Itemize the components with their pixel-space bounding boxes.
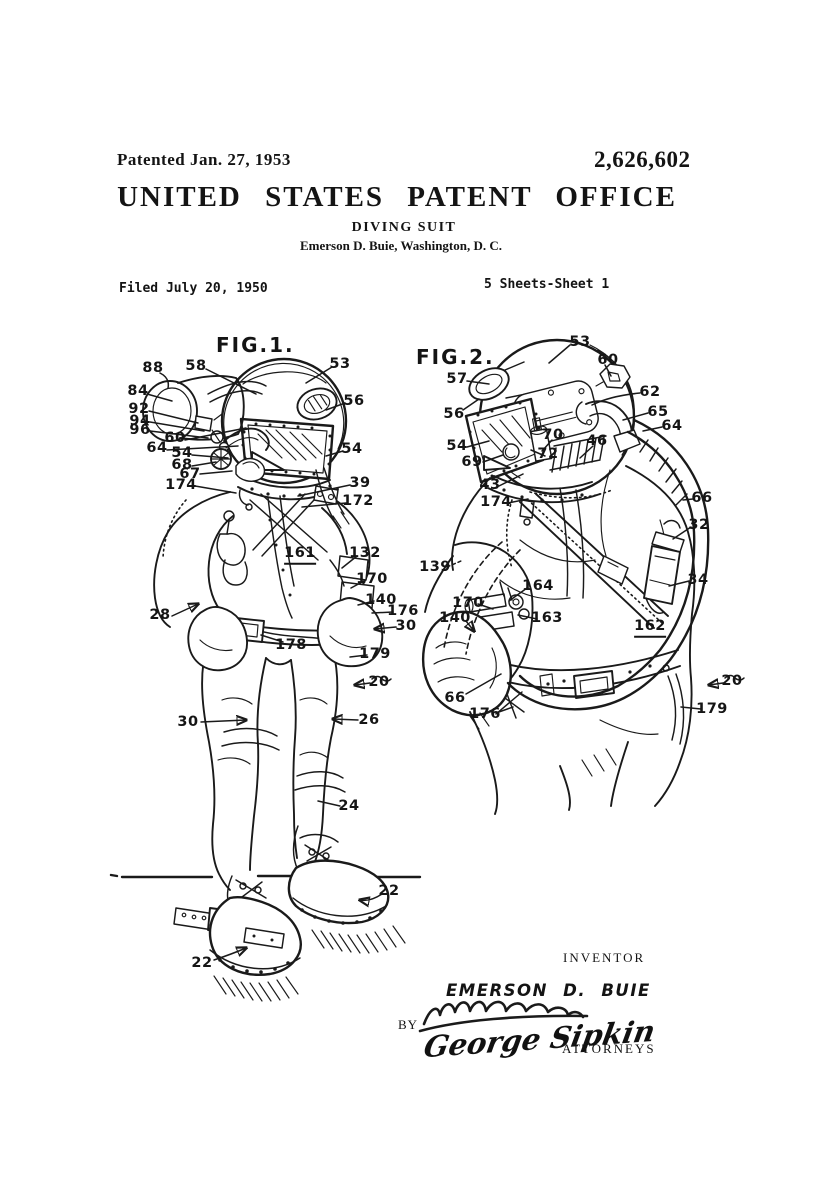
ref-num-fig2-162: 162	[634, 619, 666, 638]
ref-num-fig1-54: 54	[341, 440, 363, 457]
inventor-name: EMERSON D. BUIE	[446, 981, 651, 1000]
ref-num-fig1-30: 30	[177, 713, 199, 730]
ref-num-fig1-84: 84	[127, 382, 149, 399]
ref-num-fig2-62: 62	[639, 383, 661, 400]
ref-num-fig2-57: 57	[446, 370, 468, 387]
ref-num-fig2-53: 53	[569, 333, 591, 350]
ref-num-fig1-178: 178	[275, 636, 307, 653]
fig1-art	[109, 357, 422, 1002]
ref-num-fig1-96: 96	[129, 421, 151, 438]
attorney-signature-1	[418, 1000, 589, 1033]
ref-num-fig1-58: 58	[185, 357, 207, 374]
patent-number: 2,626,602	[594, 147, 691, 172]
ref-num-fig1-68: 68	[171, 456, 193, 473]
ref-num-fig1-140: 140	[365, 591, 397, 608]
ref-num-fig2-69: 69	[461, 453, 483, 470]
ref-num-fig1-132: 132	[349, 544, 381, 561]
fig2-leader-lines	[446, 344, 745, 714]
ref-num-fig2-64: 64	[661, 417, 683, 434]
ref-num-fig2-176: 176	[469, 705, 501, 722]
ref-num-fig2-139: 139	[419, 558, 451, 575]
ref-num-fig2-179: 179	[696, 700, 728, 717]
ref-num-fig1-161: 161	[284, 546, 316, 565]
ref-num-fig2-54: 54	[446, 437, 468, 454]
filed-date: Filed July 20, 1950	[119, 281, 268, 296]
ref-num-fig2-170: 170	[452, 594, 484, 611]
ref-num-fig1-26: 26	[358, 711, 380, 728]
ref-num-fig2-66: 66	[691, 489, 713, 506]
ref-num-fig1-54: 54	[171, 444, 193, 461]
fig1-leader-lines	[146, 366, 397, 961]
ref-num-fig2-32: 32	[688, 516, 710, 533]
sheet-number: 5 Sheets-Sheet 1	[484, 277, 610, 292]
ref-num-fig1-88: 88	[142, 359, 164, 376]
ref-num-fig1-24: 24	[338, 797, 360, 814]
ref-num-fig1-172: 172	[342, 492, 374, 509]
office-title: UNITED STATES PATENT OFFICE	[117, 181, 677, 213]
ref-num-fig1-174: 174	[165, 476, 197, 493]
by-label: BY	[398, 1017, 419, 1032]
ref-num-fig2-43: 43	[479, 476, 501, 493]
ref-num-fig2-34: 34	[687, 571, 709, 588]
ref-num-fig1-170: 170	[356, 570, 388, 587]
ref-num-fig1-60: 60	[164, 429, 186, 446]
ref-num-fig2-164: 164	[522, 577, 554, 594]
ref-num-fig1-64: 64	[146, 439, 168, 456]
ref-num-fig1-92: 92	[128, 400, 150, 417]
ref-num-fig2-20: 20	[721, 672, 743, 689]
ref-num-fig1-39: 39	[349, 474, 371, 491]
ref-num-fig1-94: 94	[129, 412, 151, 429]
fig1-title: FIG.1.	[216, 333, 295, 357]
ref-num-fig2-66: 66	[444, 689, 466, 706]
ref-num-fig2-70: 70	[542, 426, 564, 443]
ref-num-fig2-46: 46	[586, 432, 608, 449]
ref-num-fig1-28: 28	[149, 606, 171, 623]
invention-title: DIVING SUIT	[351, 220, 457, 235]
ref-num-fig1-53: 53	[329, 355, 351, 372]
ref-num-fig2-65: 65	[647, 403, 669, 420]
fig2-title: FIG.2.	[416, 345, 495, 369]
ref-num-fig2-140: 140	[439, 609, 471, 626]
inventor-caption: INVENTOR	[563, 950, 646, 965]
ref-num-fig1-179: 179	[359, 645, 391, 662]
ref-num-fig1-176: 176	[387, 602, 419, 619]
ref-num-fig2-60: 60	[597, 351, 619, 368]
ref-num-fig1-22: 22	[378, 882, 400, 899]
attorneys-caption: ATTORNEYS	[562, 1041, 656, 1056]
ref-num-fig1-30: 30	[395, 617, 417, 634]
fig2-art	[421, 338, 710, 815]
ref-num-fig2-174: 174	[480, 493, 512, 510]
ref-num-fig1-56: 56	[343, 392, 365, 409]
ref-num-fig1-20: 20	[368, 673, 390, 690]
patented-date: Patented Jan. 27, 1953	[117, 150, 291, 169]
ref-num-fig1-22: 22	[191, 954, 213, 971]
ref-num-fig2-56: 56	[443, 405, 465, 422]
ref-num-fig2-72: 72	[537, 445, 559, 462]
ref-num-fig2-163: 163	[531, 609, 563, 626]
ref-num-fig1-67: 67	[179, 465, 201, 482]
inventor-line: Emerson D. Buie, Washington, D. C.	[299, 238, 503, 253]
